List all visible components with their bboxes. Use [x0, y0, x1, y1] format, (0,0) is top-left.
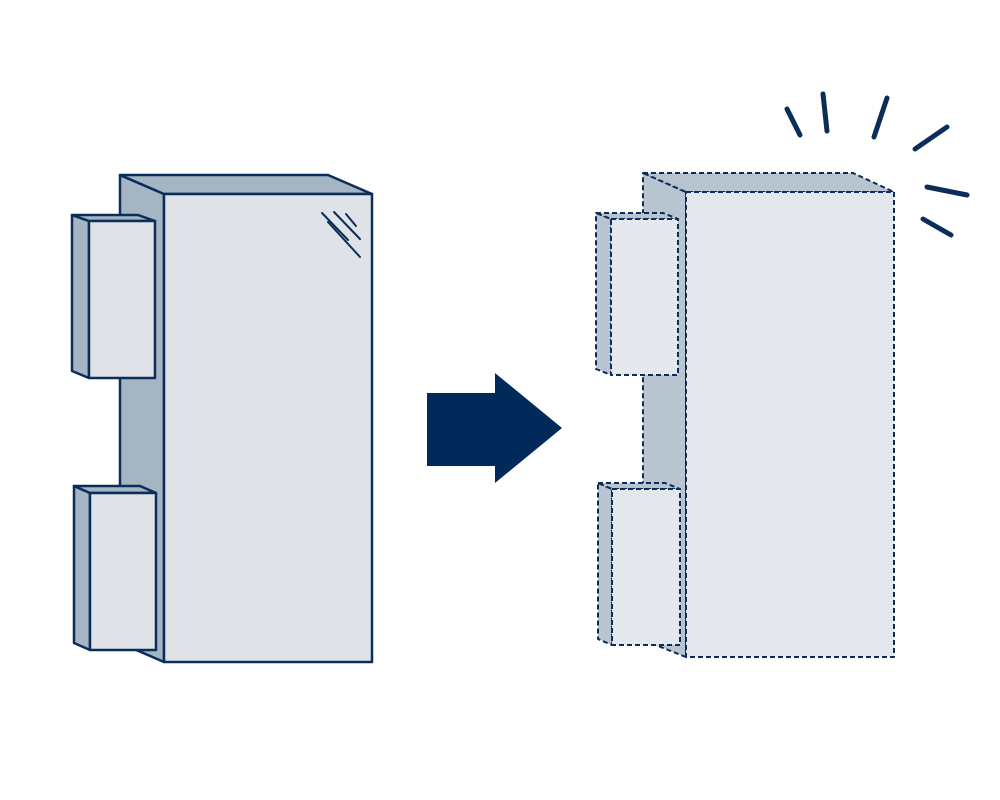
ghost-front	[685, 191, 895, 658]
ghost-handle-top	[595, 212, 679, 376]
right-arrow-icon	[427, 373, 562, 483]
cabinet-top	[118, 173, 374, 196]
cabinet-front	[162, 192, 374, 664]
ghost-top	[642, 172, 895, 193]
glare-icon	[321, 211, 361, 258]
dashed-cabinet-icon	[595, 172, 895, 658]
cabinet-with-handles-icon	[70, 173, 374, 664]
handle-top	[70, 213, 157, 380]
handle-bottom	[72, 484, 158, 652]
ghost-handle-bottom	[597, 482, 681, 646]
sparkle-burst-icon	[784, 91, 970, 238]
